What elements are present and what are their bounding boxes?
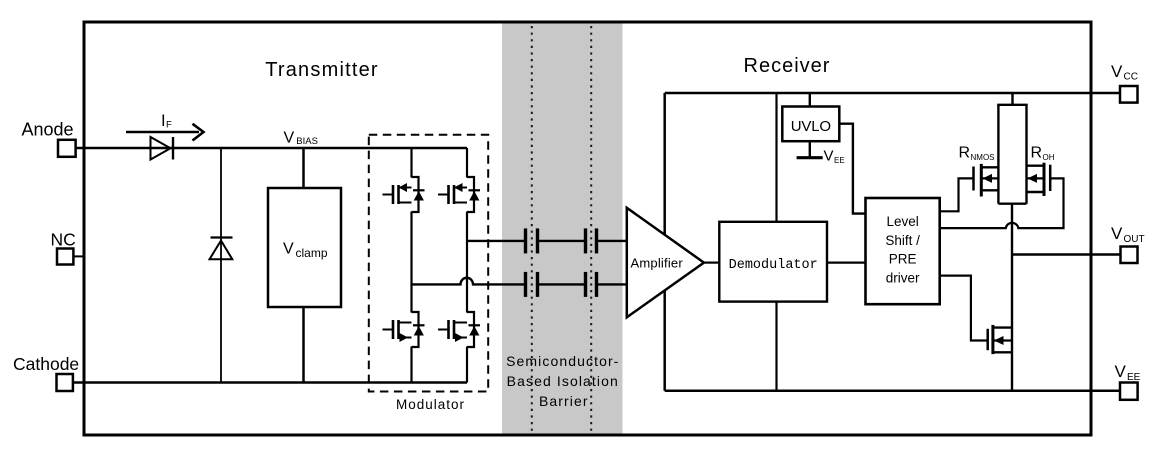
svg-text:Barrier: Barrier [539,393,589,409]
svg-text:V: V [283,241,294,258]
svg-text:F: F [166,120,172,131]
svg-text:Level: Level [886,214,918,229]
svg-text:Semiconductor-: Semiconductor- [506,353,619,369]
svg-text:OUT: OUT [1124,234,1145,245]
svg-text:I: I [161,112,166,130]
svg-text:V: V [824,147,834,164]
svg-text:V: V [1111,62,1123,81]
svg-text:Modulator: Modulator [396,397,465,412]
svg-text:Based Isolation: Based Isolation [507,373,619,389]
svg-text:EE: EE [834,156,845,165]
svg-text:V: V [284,129,295,146]
svg-text:NMOS: NMOS [971,153,995,162]
svg-text:CC: CC [1124,72,1138,83]
svg-text:Demodulator: Demodulator [729,258,818,273]
svg-text:Cathode: Cathode [13,354,79,374]
svg-text:NC: NC [51,230,76,250]
svg-text:Anode: Anode [22,119,74,139]
svg-text:clamp: clamp [296,246,328,260]
svg-text:R: R [1031,145,1043,162]
svg-text:OH: OH [1043,153,1055,162]
svg-text:UVLO: UVLO [791,118,831,135]
svg-text:Amplifier: Amplifier [631,256,684,271]
svg-text:Shift /: Shift / [885,233,920,248]
svg-text:V: V [1115,362,1127,381]
svg-text:Transmitter: Transmitter [265,59,379,81]
svg-text:driver: driver [886,271,920,286]
svg-text:V: V [1111,224,1123,243]
svg-text:Receiver: Receiver [744,55,831,77]
svg-text:EE: EE [1127,372,1141,383]
svg-text:BIAS: BIAS [296,136,318,147]
svg-text:R: R [959,145,971,162]
svg-text:PRE: PRE [889,252,917,267]
